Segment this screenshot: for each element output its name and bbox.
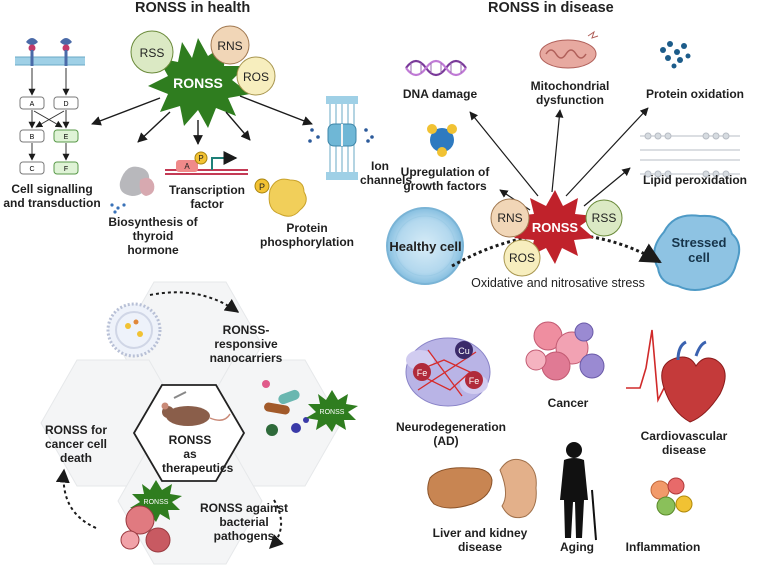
metal-label: Fe bbox=[469, 376, 480, 386]
target-thyroid-biosynthesis: Biosynthesis of thyroid hormone bbox=[108, 215, 198, 257]
stress-caption: Oxidative and nitrosative stress bbox=[471, 276, 645, 290]
rss-label: RSS bbox=[592, 211, 617, 225]
rns-label: RNS bbox=[217, 39, 242, 53]
membrane-receptor-icon bbox=[15, 38, 85, 66]
liposome-icon bbox=[106, 302, 162, 358]
therapy-nanocarriers: RONSS-responsive nanocarriers bbox=[209, 323, 283, 365]
thyroid-gland-icon bbox=[110, 166, 155, 214]
pathway-node-label: A bbox=[30, 101, 35, 108]
lipid-membrane-icon bbox=[640, 132, 740, 178]
therapeutics-center-label: RONSS as therapeutics bbox=[162, 433, 234, 475]
mouse-icon bbox=[161, 391, 231, 426]
pathway-node-label: D bbox=[63, 101, 68, 108]
disease-aging: Aging bbox=[560, 540, 594, 554]
disease-inflammation: Inflammation bbox=[625, 540, 701, 554]
pathway-node bbox=[53, 129, 79, 143]
effect-growth-factors: Upregulation of growth factors bbox=[400, 165, 490, 193]
healthy-cell-label: Healthy cell bbox=[389, 239, 462, 254]
cancer-cells-icon bbox=[525, 321, 605, 381]
disease-neurodegeneration: Neurodegeneration (AD) bbox=[396, 420, 507, 448]
stressed-cell bbox=[653, 214, 741, 291]
health-panel: A D B E C F RONSS RSS RNS ROS bbox=[15, 25, 374, 217]
ros-circle bbox=[503, 239, 541, 277]
ros-circle bbox=[236, 56, 276, 96]
pathway-node-label: C bbox=[29, 166, 34, 173]
disease-title: RONSS in disease bbox=[488, 0, 614, 16]
pathway-node bbox=[19, 161, 45, 175]
disease-cancer: Cancer bbox=[547, 396, 589, 410]
pathway-node bbox=[53, 96, 79, 110]
pathway-node bbox=[53, 161, 79, 175]
center-hexagon bbox=[132, 384, 246, 482]
pathway-node bbox=[19, 96, 45, 110]
target-transcription-factor: Transcription factor bbox=[168, 183, 245, 211]
health-title: RONSS in health bbox=[135, 0, 251, 16]
rss-label: RSS bbox=[140, 46, 165, 60]
liver-kidney-icon bbox=[427, 458, 537, 519]
aging-person-icon bbox=[560, 442, 597, 541]
stressed-cell-label: Stressed cell bbox=[671, 235, 727, 265]
signalling-pathway: A D B E C F bbox=[19, 68, 79, 175]
ronss-center-label: RONSS bbox=[173, 75, 223, 91]
pathway-node bbox=[19, 129, 45, 143]
protein-phosphorylation-icon: P bbox=[254, 178, 307, 217]
therapy-bacterial-pathogens: RONSS against bacterial pathogens bbox=[199, 501, 289, 543]
effect-protein-oxidation: Protein oxidation bbox=[645, 87, 744, 101]
ronss-burst-icon bbox=[306, 390, 358, 432]
therapy-cancer-cell-death: RONSS for cancer cell death bbox=[44, 423, 108, 465]
growth-factor-icon bbox=[427, 124, 457, 157]
therapeutics-panel: RONSS RONSS bbox=[40, 281, 358, 565]
phospho-badge: P bbox=[259, 182, 265, 192]
rss-circle bbox=[585, 199, 623, 237]
dna-icon bbox=[405, 59, 467, 77]
rss-circle bbox=[130, 30, 174, 74]
ronss-center-label: RONSS bbox=[532, 220, 579, 235]
metal-label: Fe bbox=[417, 368, 428, 378]
ros-label: ROS bbox=[509, 251, 535, 265]
mitochondria-icon bbox=[539, 30, 599, 69]
inflammation-icon bbox=[650, 477, 693, 516]
bacteria-icon bbox=[262, 380, 309, 436]
burst-label: RONSS bbox=[320, 409, 345, 416]
rns-circle bbox=[210, 25, 250, 65]
metal-label: Cu bbox=[458, 346, 470, 356]
ros-label: ROS bbox=[243, 70, 269, 84]
transcription-factor-icon: A P bbox=[165, 151, 248, 175]
target-protein-phosphorylation: Protein phosphorylation bbox=[260, 221, 354, 249]
pathway-node-label: E bbox=[64, 134, 69, 141]
ion-channel-icon bbox=[308, 96, 374, 180]
disease-cardiovascular: Cardiovascular disease bbox=[640, 429, 728, 457]
dying-cancer-cells-icon bbox=[120, 505, 171, 553]
protein-oxidation-icon bbox=[660, 41, 691, 69]
burst-label: RONSS bbox=[144, 499, 169, 506]
rns-label: RNS bbox=[497, 211, 522, 225]
effect-dna-damage: DNA damage bbox=[402, 87, 478, 101]
healthy-cell bbox=[386, 207, 464, 285]
stress-arrow bbox=[451, 233, 662, 268]
target-cell-signalling: Cell signalling and transduction bbox=[3, 182, 101, 210]
target-ion-channels: Ion channels bbox=[360, 159, 413, 187]
tf-badge: P bbox=[198, 154, 203, 163]
rns-circle bbox=[490, 198, 530, 238]
pathway-node-label: B bbox=[30, 134, 35, 141]
neurodegeneration-icon: Fe Fe Cu bbox=[405, 337, 491, 407]
disease-panel: RONSS RNS RSS ROS Fe Fe Cu bbox=[386, 30, 741, 541]
heart-icon bbox=[626, 329, 726, 423]
effect-lipid-peroxidation: Lipid peroxidation bbox=[643, 173, 747, 187]
effect-mitochondrial-dysfunction: Mitochondrial dysfunction bbox=[530, 79, 610, 107]
pathway-node-label: F bbox=[64, 166, 68, 173]
tf-badge: A bbox=[184, 162, 190, 171]
disease-liver-kidney: Liver and kidney disease bbox=[432, 526, 528, 554]
